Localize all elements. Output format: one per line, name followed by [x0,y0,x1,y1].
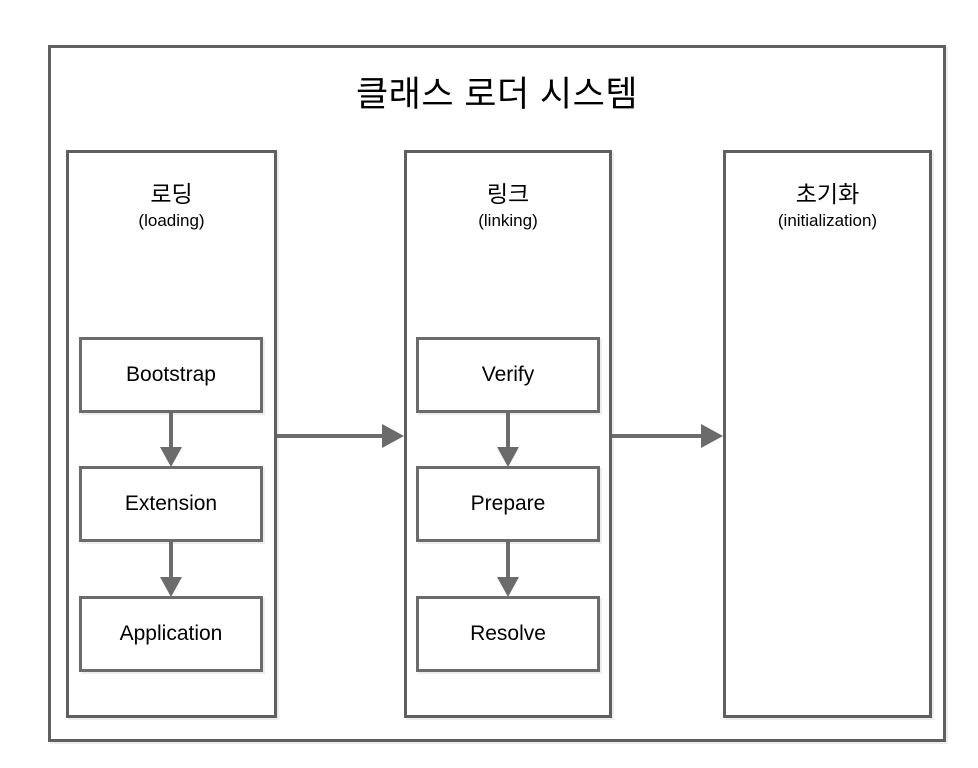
arrow-stem [506,411,510,451]
phase-header-linking: 링크 (linking) [407,179,609,233]
arrow-verify-to-prepare [497,411,519,467]
step-label: Prepare [470,492,546,515]
arrow-stem [612,434,704,438]
step-label: Extension [124,492,218,515]
arrow-head-down-icon [160,577,182,597]
arrow-head-right-icon [701,424,723,448]
step-label: Bootstrap [126,363,216,386]
step-box-prepare[interactable]: Prepare [416,466,600,542]
arrow-head-down-icon [497,577,519,597]
arrow-loading-to-linking [277,424,405,448]
phase-label-en: (linking) [478,211,538,230]
phase-column-loading: 로딩 (loading) Bootstrap Extension Applica… [66,150,277,718]
phase-label-en: (initialization) [777,211,878,230]
phase-header-initialization: 초기화 (initialization) [726,179,929,233]
step-box-bootstrap[interactable]: Bootstrap [79,337,263,413]
step-label: Verify [481,363,535,386]
step-label: Resolve [470,622,546,645]
phase-column-initialization: 초기화 (initialization) [723,150,932,718]
arrow-extension-to-application [160,541,182,597]
phase-label-en: (loading) [138,211,205,230]
step-box-resolve[interactable]: Resolve [416,596,600,672]
arrow-head-down-icon [497,447,519,467]
page-title: 클래스 로더 시스템 [355,75,639,114]
step-box-application[interactable]: Application [79,596,263,672]
step-box-verify[interactable]: Verify [416,337,600,413]
arrow-stem [169,411,173,451]
phase-label-ko: 초기화 [795,181,860,207]
phase-column-linking: 링크 (linking) Verify Prepare Resolve [404,150,612,718]
phase-label-ko: 로딩 [150,181,193,207]
arrow-linking-to-initialization [612,424,724,448]
arrow-stem [169,541,173,581]
arrow-head-down-icon [160,447,182,467]
arrow-prepare-to-resolve [497,541,519,597]
arrow-stem [277,434,385,438]
step-box-extension[interactable]: Extension [79,466,263,542]
arrow-bootstrap-to-extension [160,411,182,467]
arrow-head-right-icon [382,424,404,448]
phase-label-ko: 링크 [486,181,530,207]
arrow-stem [506,541,510,581]
phase-header-loading: 로딩 (loading) [69,179,274,233]
step-label: Application [119,622,223,645]
